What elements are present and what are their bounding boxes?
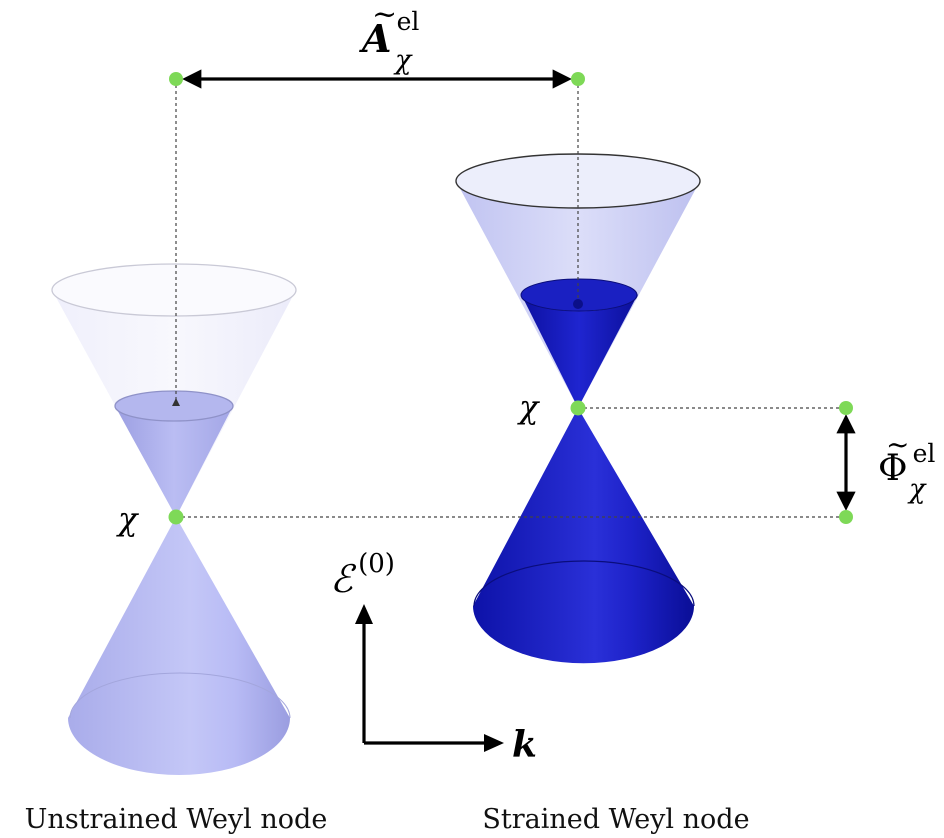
strained-lower-cone xyxy=(473,408,694,664)
strained-lower-rim xyxy=(473,560,695,607)
unstrained-upper-rim xyxy=(51,263,297,317)
energy-axis-label: ℰ (0) xyxy=(330,549,395,601)
guide-left-tip xyxy=(172,398,180,406)
strained-caption: Strained Weyl node xyxy=(482,804,749,835)
scalar-potential-superscript: el xyxy=(913,439,936,468)
scalar-potential-subscript: χ xyxy=(907,474,927,505)
node-markers xyxy=(168,72,853,525)
guide-lines xyxy=(172,79,846,518)
marker-arrow-right xyxy=(571,72,585,86)
marker-phi-bottom xyxy=(839,510,853,524)
marker-phi-top xyxy=(839,401,853,415)
vector-potential-label: A el χ xyxy=(359,7,424,76)
chirality-label-strained: χ xyxy=(517,388,540,426)
axis-lines xyxy=(362,622,486,745)
vector-potential-symbol: A xyxy=(359,16,391,61)
vector-potential-tilde: ~ xyxy=(372,0,397,32)
marker-unstrained-node xyxy=(168,509,184,525)
scalar-potential-symbol: Φ xyxy=(878,448,908,489)
vector-potential-subscript: χ xyxy=(393,45,413,76)
chirality-label-unstrained: χ xyxy=(116,500,139,538)
unstrained-caption: Unstrained Weyl node xyxy=(25,804,328,835)
unstrained-lower-cone xyxy=(68,517,290,775)
strained-fill-center-dot xyxy=(573,299,583,309)
scalar-potential-label: Φ el χ xyxy=(878,439,941,505)
momentum-axis-label: k xyxy=(512,724,537,766)
unstrained-upper-fill xyxy=(115,406,233,517)
energy-axis-superscript: (0) xyxy=(358,549,395,579)
momentum-axis-arrowhead xyxy=(484,734,504,752)
axes xyxy=(355,604,504,752)
scalar-potential-tilde: ~ xyxy=(886,428,909,461)
energy-axis-arrowhead xyxy=(355,604,373,624)
strained-fill-surface xyxy=(520,278,638,312)
strained-upper-fill xyxy=(521,294,638,408)
energy-axis-symbol: ℰ xyxy=(330,557,357,601)
marker-strained-node xyxy=(570,400,586,416)
marker-arrow-left xyxy=(169,72,183,86)
vector-potential-superscript: el xyxy=(397,7,420,36)
unstrained-lower-rim xyxy=(69,672,291,719)
